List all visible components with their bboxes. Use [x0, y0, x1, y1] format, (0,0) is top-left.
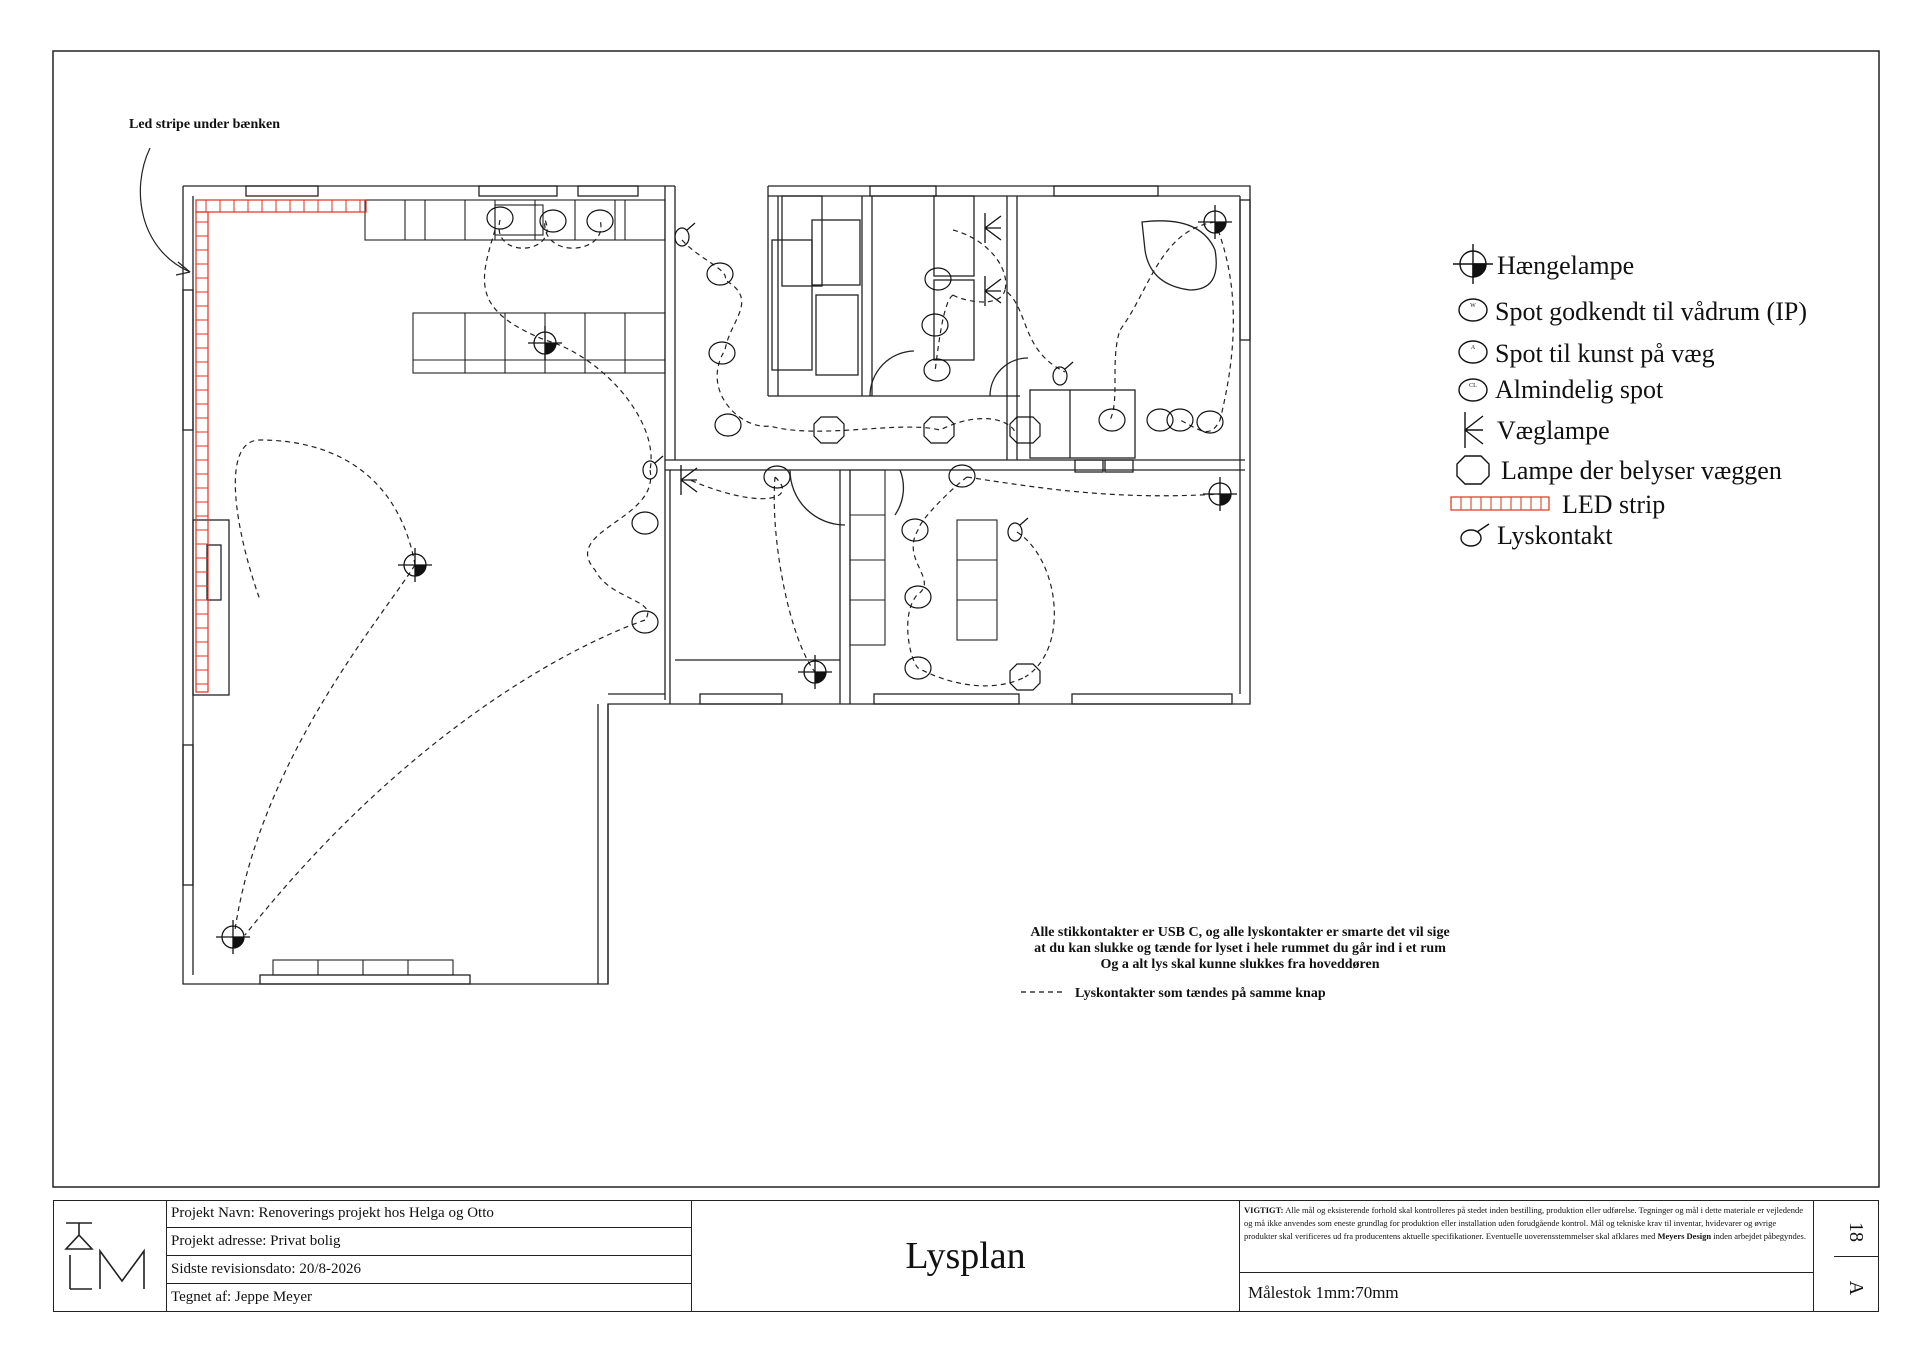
wall-wash-lamp-icon — [923, 416, 955, 444]
pendant-lamp-icon — [528, 326, 562, 360]
legend-label-wet-spot: Spot godkendt til vådrum (IP) — [1495, 297, 1807, 326]
light-switch-icon — [1460, 523, 1490, 547]
pendant-lamp-icon — [398, 548, 432, 582]
note-line-2: at du kan slukke og tænde for lyset i he… — [1034, 941, 1446, 956]
legend-label-led: LED strip — [1562, 490, 1665, 519]
art-spot-icon — [1458, 340, 1488, 364]
logo-box — [53, 1200, 167, 1312]
note-line-3: Og a alt lys skal kunne slukkes fra hove… — [1100, 957, 1380, 972]
wall-wash-lamp-icon — [1456, 455, 1490, 485]
wall-lamp-icon — [1464, 412, 1484, 448]
spot-icon — [1166, 408, 1194, 432]
sheet-size: A — [1845, 1280, 1867, 1296]
legend-label-pendant: Hængelampe — [1497, 251, 1634, 280]
drawn-by: Tegnet af: Jeppe Meyer — [171, 1289, 312, 1305]
legend-label-wall-wash: Lampe der belyser væggen — [1501, 456, 1782, 485]
pendant-lamp-icon — [1453, 244, 1493, 284]
project-info: Projekt Navn: Renoverings projekt hos He… — [167, 1200, 692, 1312]
spot-symbol-text: CL — [1469, 383, 1477, 389]
spot-icon — [539, 209, 567, 233]
spot-icon — [1146, 408, 1174, 432]
spot-icon — [901, 518, 929, 542]
scale-text: Målestok 1mm:70mm — [1248, 1283, 1399, 1302]
spot-icon — [708, 341, 736, 365]
wall-lamp-icon — [984, 213, 1002, 243]
sheet-number: 18 — [1845, 1222, 1867, 1242]
spot-icon — [706, 262, 734, 286]
drawing-title: Lysplan — [692, 1200, 1240, 1312]
spot-icon — [948, 464, 976, 488]
spot-icon — [904, 585, 932, 609]
light-fixtures — [216, 205, 1237, 954]
light-switch-icon — [1052, 361, 1074, 386]
dashed-line-legend: Lyskontakter som tændes på samme knap — [1075, 986, 1326, 1001]
light-switch-icon — [1007, 517, 1029, 542]
disclaimer-text: VIGTIGT: Alle mål og eksisterende forhol… — [1244, 1204, 1809, 1274]
pendant-lamp-icon — [1198, 205, 1232, 239]
pendant-lamp-icon — [1203, 477, 1237, 511]
spot-icon — [763, 465, 791, 489]
spot-icon — [904, 656, 932, 680]
spot-icon — [924, 267, 952, 291]
legend-symbols — [1450, 244, 1550, 547]
wall-wash-lamp-icon — [1009, 416, 1041, 444]
led-strip-ticks — [196, 200, 361, 685]
spot-icon — [923, 358, 951, 382]
revision-date: Sidste revisionsdato: 20/8-2026 — [167, 1256, 691, 1284]
spot-icon — [714, 413, 742, 437]
disclaimer-box: VIGTIGT: Alle mål og eksisterende forhol… — [1240, 1200, 1814, 1312]
legend-label-art-spot: Spot til kunst på væg — [1495, 339, 1715, 368]
art-symbol-text: A — [1471, 345, 1476, 351]
project-address: Projekt adresse: Privat bolig — [167, 1228, 691, 1256]
sheet-divider — [1834, 1256, 1879, 1257]
walls — [182, 185, 1251, 985]
important-label: VIGTIGT: — [1244, 1205, 1284, 1215]
scale-row: Målestok 1mm:70mm — [1240, 1272, 1813, 1313]
light-switch-icon — [642, 455, 664, 480]
legend-label-spot: Almindelig spot — [1495, 375, 1664, 404]
annotation-arrow — [139, 147, 191, 273]
wet-room-spot-icon — [1458, 298, 1488, 322]
wall-wash-lamp-icon — [1009, 663, 1041, 691]
electrical-notes: Alle stikkontakter er USB C, og alle lys… — [990, 925, 1490, 973]
legend-label-switch: Lyskontakt — [1497, 521, 1613, 550]
legend-label-wall-lamp: Væglampe — [1497, 416, 1610, 445]
spot-icon — [1458, 378, 1488, 402]
led-annotation: Led stripe under bænken — [129, 117, 280, 132]
note-line-1: Alle stikkontakter er USB C, og alle lys… — [1030, 925, 1450, 940]
wet-room-symbol-text: W — [1470, 303, 1476, 309]
wall-lamp-icon — [680, 465, 698, 495]
spot-icon — [1098, 408, 1126, 432]
led-strip-icon — [1450, 496, 1550, 511]
wall-lamp-icon — [984, 276, 1002, 306]
pendant-lamp-icon — [216, 920, 250, 954]
spot-icon — [586, 209, 614, 233]
kitchen-cabinets — [272, 199, 998, 976]
important-tail: inden arbejdet påbegyndes. — [1713, 1231, 1806, 1241]
light-switch-icon — [674, 222, 696, 247]
spot-icon — [631, 610, 659, 634]
drawing-frame — [52, 50, 1880, 1188]
led-strip — [195, 199, 367, 693]
spot-icon — [631, 511, 659, 535]
spot-icon — [921, 313, 949, 337]
switch-circuits — [234, 217, 1234, 936]
spot-icon — [486, 206, 514, 230]
meyers-logo-icon — [64, 1222, 145, 1290]
project-name: Projekt Navn: Renoverings projekt hos He… — [167, 1200, 691, 1228]
important-text: Alle mål og eksisterende forhold skal ko… — [1244, 1205, 1804, 1241]
pendant-lamp-icon — [798, 655, 832, 689]
spot-icon — [1196, 410, 1224, 434]
wall-wash-lamp-icon — [813, 416, 845, 444]
important-company: Meyers Design — [1657, 1231, 1712, 1241]
